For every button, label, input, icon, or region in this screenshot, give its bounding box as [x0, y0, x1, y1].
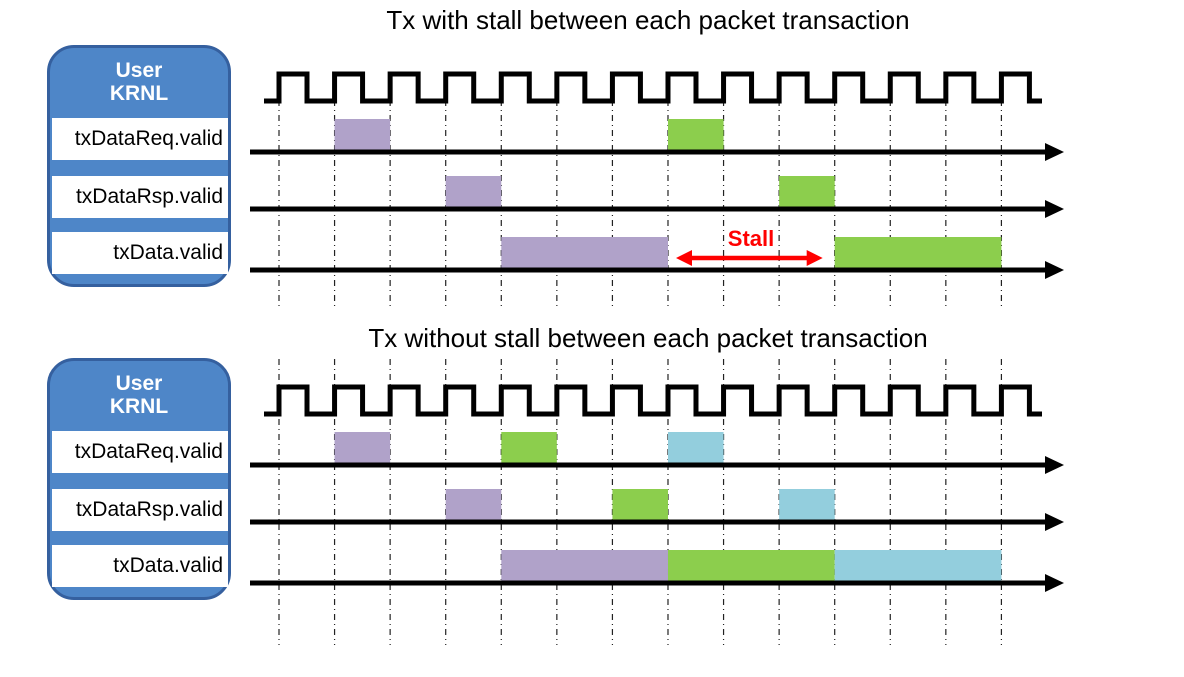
pulse-purple — [501, 550, 668, 582]
pulse-purple — [445, 489, 502, 521]
stall-arrowhead-right — [806, 250, 823, 266]
clock-waveform — [264, 384, 1042, 417]
diagram-without-stall: Tx without stall between each packet tra… — [0, 313, 1184, 658]
box-label-line2: KRNL — [109, 82, 169, 105]
signal-label-txdatareq: txDataReq.valid — [52, 431, 228, 473]
signal-arrowhead — [1045, 200, 1064, 218]
signal-arrowhead — [1045, 574, 1064, 592]
pulse-green — [834, 237, 1002, 269]
diagram-with-stall: Tx with stall between each packet transa… — [47, 5, 1064, 307]
box-label-line2: KRNL — [109, 395, 169, 418]
pulse-green — [779, 176, 835, 208]
signal-arrowhead — [1045, 456, 1064, 474]
signal-label-txdatarsp: txDataRsp.valid — [52, 176, 228, 218]
pulse-purple — [501, 237, 668, 269]
clock-waveform — [264, 71, 1042, 104]
pulse-green — [667, 119, 724, 151]
pulse-green — [612, 489, 668, 521]
stall-arrowhead-left — [675, 250, 692, 266]
pulse-purple — [445, 176, 502, 208]
stall-annotation: Stall — [727, 226, 775, 251]
pulse-blue — [667, 432, 724, 464]
waveform-plot — [250, 359, 1064, 645]
signal-label-txdatarsp: txDataRsp.valid — [52, 489, 228, 531]
pulse-green — [667, 550, 835, 582]
box-label-line1: User — [115, 372, 163, 395]
signal-label-txdatareq: txDataReq.valid — [52, 118, 228, 160]
box-label-line1: User — [115, 59, 163, 82]
signal-label-txdata: txData.valid — [52, 232, 228, 274]
pulse-blue — [779, 489, 835, 521]
signal-arrowhead — [1045, 143, 1064, 161]
user-krnl-label: User KRNL — [50, 59, 228, 105]
user-krnl-label: User KRNL — [50, 372, 228, 418]
pulse-blue — [834, 550, 1002, 582]
diagram-title: Tx with stall between each packet transa… — [386, 5, 910, 35]
pulse-green — [501, 432, 557, 464]
signal-arrowhead — [1045, 261, 1064, 279]
signal-label-txdata: txData.valid — [52, 545, 228, 587]
waveform-plot — [250, 71, 1064, 307]
diagram-title: Tx without stall between each packet tra… — [368, 323, 928, 353]
signal-arrowhead — [1045, 513, 1064, 531]
pulse-purple — [334, 119, 391, 151]
pulse-purple — [334, 432, 391, 464]
